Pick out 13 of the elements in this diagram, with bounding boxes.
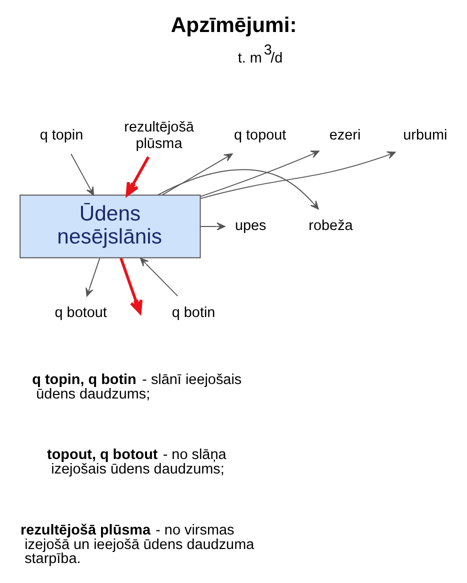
label: rezultējošā plūsma - no virsmas izejošā un ieejošā ūdens daudzuma starpība. [20, 522, 254, 568]
node-text: rezultējošā plūsma [124, 120, 194, 152]
diagram-title: Apzīmējumi: [170, 14, 296, 37]
node-text: upes [234, 218, 266, 234]
label: q topin, q botin - slānī ieejošais ūdens daudzums; [32, 372, 242, 402]
node-text: urbumi [402, 128, 447, 144]
node-text: q topin [39, 128, 83, 144]
node-text: q botin [171, 305, 215, 322]
node-text: ezeri [328, 128, 360, 144]
node-text: q botout [54, 305, 106, 322]
node-text: robeža [308, 218, 352, 234]
label: topout, q botout - no slāņa izejošais ūdens daudzums; [46, 447, 226, 478]
node-text: q topout [234, 128, 286, 144]
